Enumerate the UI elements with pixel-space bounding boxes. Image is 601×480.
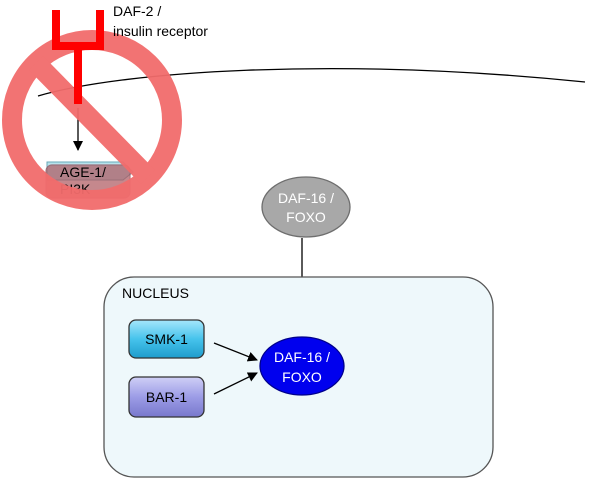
daf16-nucleus-node: DAF-16 / FOXO: [259, 336, 345, 396]
daf16-cytoplasm-label-line1: DAF-16 /: [278, 190, 334, 206]
receptor-label-line2: insulin receptor: [113, 23, 208, 39]
daf16-nucleus-label-line2: FOXO: [282, 369, 322, 385]
bar1-arrow: [213, 372, 258, 395]
daf16-nucleus-label-line1: DAF-16 /: [274, 349, 330, 365]
prohibition-sign-icon: [2, 30, 182, 210]
smk1-node: SMK-1: [128, 319, 205, 359]
daf16-cytoplasm-node: DAF-16 / FOXO: [261, 176, 351, 238]
smk1-label: SMK-1: [145, 331, 188, 347]
nucleus-label: NUCLEUS: [122, 285, 189, 301]
cell-membrane: [37, 68, 586, 97]
daf16-cytoplasm-label-line2: FOXO: [286, 209, 326, 225]
age1-label-line1: AGE-1/: [60, 164, 106, 180]
bar1-label: BAR-1: [146, 389, 187, 405]
smk1-arrow: [213, 342, 258, 362]
bar1-node: BAR-1: [128, 376, 205, 418]
daf2-receptor-icon: [52, 10, 104, 104]
receptor-label-line1: DAF-2 /: [113, 3, 161, 19]
